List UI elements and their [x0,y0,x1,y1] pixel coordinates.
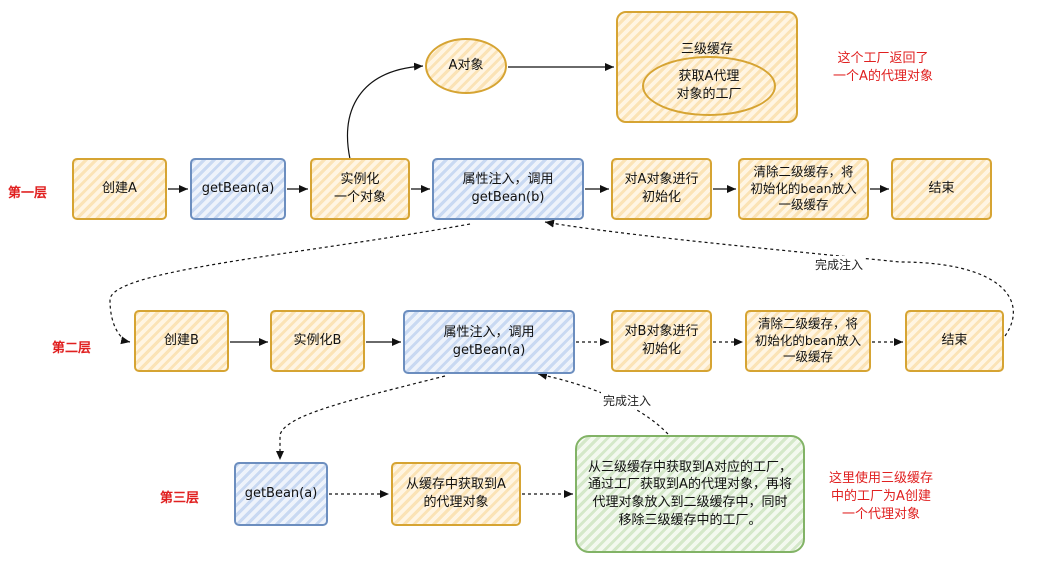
inject-a-node: 属性注入，调用 getBean(a) [403,310,575,374]
end-2-node: 结束 [905,310,1004,372]
init-a-node: 对A对象进行 初始化 [611,158,712,220]
end-1-node: 结束 [891,158,992,220]
getbean-a-row3-node: getBean(a) [234,462,328,526]
cache-level-3-node: 三级缓存 获取A代理 对象的工厂 [616,11,798,123]
done-inject-label-1: 完成注入 [813,256,866,273]
clear-cache-1-node: 清除二级缓存，将 初始化的bean放入 一级缓存 [738,158,869,220]
layer-3-label: 第三层 [160,491,200,506]
init-b-node: 对B对象进行 初始化 [611,310,712,372]
third-level-note: 这里使用三级缓存 中的工厂为A创建 一个代理对象 [828,471,933,523]
a-object-node: A对象 [425,38,507,94]
cache-level-3-title: 三级缓存 [680,41,733,57]
factory-note: 这个工厂返回了 一个A的代理对象 [833,51,933,85]
create-b-node: 创建B [134,310,229,372]
clear-cache-2-node: 清除二级缓存，将 初始化的bean放入 一级缓存 [745,310,871,372]
third-cache-desc-node: 从三级缓存中获取到A对应的工厂，通过工厂获取到A的代理对象，再将代理对象放入到二… [575,435,805,553]
layer-1-label: 第一层 [8,186,48,201]
proxy-factory-node: 获取A代理 对象的工厂 [642,56,776,116]
inject-b-node: 属性注入，调用 getBean(b) [432,158,584,220]
get-from-cache-node: 从缓存中获取到A 的代理对象 [391,462,521,526]
layer-2-label: 第二层 [52,341,92,356]
instantiate-a-node: 实例化 一个对象 [310,158,410,220]
create-a-node: 创建A [72,158,167,220]
instantiate-b-node: 实例化B [270,310,365,372]
done-inject-label-2: 完成注入 [601,392,654,409]
getbean-a-node: getBean(a) [190,158,286,220]
